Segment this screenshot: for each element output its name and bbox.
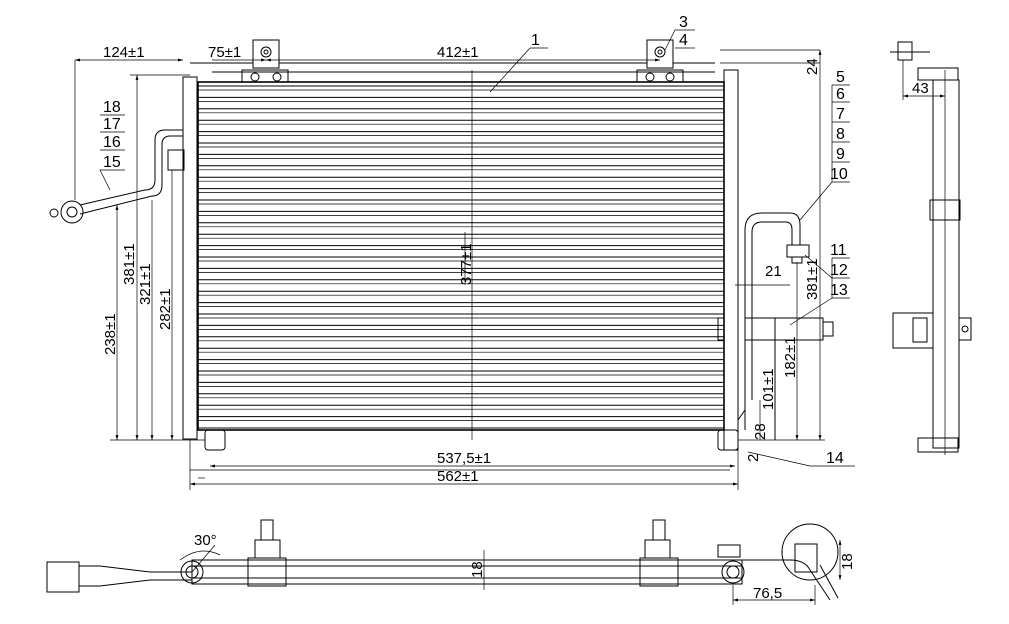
callout-5: 5 [836, 69, 845, 86]
dim-412: 412±1 [437, 44, 479, 61]
dim-24: 24 [804, 58, 821, 75]
callout-3: 3 [679, 14, 688, 31]
dim-43: 43 [912, 80, 929, 97]
front-view [49, 39, 834, 451]
dim-321: 321±1 [137, 263, 154, 305]
dim-537: 537,5±1 [437, 450, 491, 467]
callout-7: 7 [836, 106, 845, 123]
dim-2: 2 [745, 454, 762, 462]
dim-381-right: 381±1 [804, 258, 821, 300]
callout-11: 11 [830, 242, 847, 259]
callout-17: 17 [103, 116, 121, 133]
callout-6: 6 [836, 86, 845, 103]
dim-21: 21 [765, 263, 782, 280]
dim-124: 124±1 [103, 44, 145, 61]
dim-75: 75±1 [208, 44, 241, 61]
front-dimensions [74, 29, 855, 490]
dim-182: 182±1 [782, 336, 799, 378]
top-bracket-left [241, 39, 289, 83]
callout-9: 9 [836, 146, 845, 163]
condenser-core [197, 81, 725, 431]
inlet-block [46, 561, 80, 593]
callout-14: 14 [826, 450, 844, 467]
dim-381-left: 381±1 [121, 243, 138, 285]
dim-238: 238±1 [102, 313, 119, 355]
dim-282: 282±1 [157, 288, 174, 330]
callout-18: 18 [103, 99, 121, 116]
angle-30: 30° [194, 532, 217, 549]
callout-13: 13 [830, 282, 848, 299]
dim-28: 28 [752, 423, 769, 440]
bottom-view: 30° 18 18 76,5 [46, 519, 856, 605]
callout-15: 15 [103, 154, 121, 171]
side-tank [932, 79, 960, 449]
callout-4: 4 [679, 32, 688, 49]
front-labels: 124±1 75±1 412±1 537,5±1 562±1 238±1 381… [102, 14, 848, 485]
dim-76-5: 76,5 [753, 585, 782, 602]
bottom-core [191, 559, 743, 585]
left-header-tank [182, 76, 198, 440]
callout-16: 16 [103, 134, 121, 151]
inlet-flange [60, 200, 84, 224]
callout-8: 8 [836, 126, 845, 143]
callout-10: 10 [830, 166, 848, 183]
top-bracket-right [636, 39, 684, 83]
callout-12: 12 [830, 262, 848, 279]
callout-1: 1 [531, 32, 540, 49]
dim-101: 101±1 [760, 368, 777, 410]
dim-18-core: 18 [469, 561, 486, 578]
dim-562: 562±1 [437, 468, 479, 485]
dim-377: 377±1 [458, 243, 475, 285]
core-tubes [198, 85, 724, 429]
dim-18-pipe: 18 [839, 553, 856, 570]
side-view: 43 [890, 41, 972, 455]
right-header-tank [723, 69, 739, 451]
